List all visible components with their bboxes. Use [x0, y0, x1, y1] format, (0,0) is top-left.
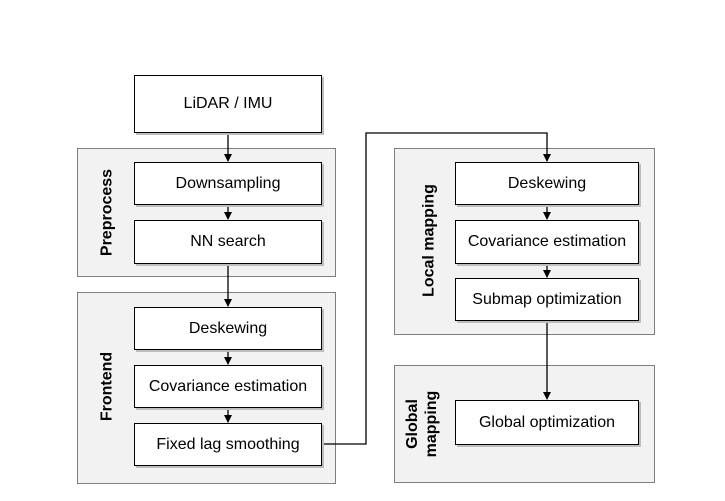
- local-deskewing-label: Deskewing: [507, 174, 587, 192]
- frontend-label-text: Frontend: [98, 351, 116, 422]
- downsampling-box: Downsampling: [134, 162, 322, 205]
- submap-optimization-box: Submap optimization: [455, 278, 639, 321]
- frontend-covariance-label: Covariance estimation: [148, 377, 308, 395]
- downsampling-label: Downsampling: [175, 174, 281, 192]
- local-covariance-box: Covariance estimation: [455, 220, 639, 264]
- preprocess-label: Preprocess: [98, 163, 117, 263]
- lidar-imu-input-box: LiDAR / IMU: [134, 75, 322, 133]
- nn-search-label: NN search: [190, 233, 266, 250]
- local-mapping-label-text: Local mapping: [420, 184, 438, 297]
- global-mapping-label-line1: Global: [404, 399, 421, 449]
- global-optimization-box: Global optimization: [455, 400, 639, 445]
- fixed-lag-smoothing-box: Fixed lag smoothing: [134, 423, 322, 466]
- nn-search-box: NN search: [134, 220, 322, 264]
- frontend-deskewing-box: Deskewing: [134, 307, 322, 350]
- frontend-label: Frontend: [98, 337, 117, 437]
- local-covariance-label: Covariance estimation: [467, 233, 627, 250]
- local-mapping-label: Local mapping: [420, 181, 439, 301]
- lidar-imu-input-label: LiDAR / IMU: [183, 95, 273, 112]
- preprocess-label-text: Preprocess: [98, 168, 116, 257]
- global-optimization-label: Global optimization: [478, 413, 616, 431]
- global-mapping-label-line2: mapping: [423, 390, 440, 458]
- frontend-covariance-box: Covariance estimation: [134, 365, 322, 408]
- fixed-lag-smoothing-label: Fixed lag smoothing: [156, 435, 300, 453]
- local-deskewing-box: Deskewing: [455, 162, 639, 205]
- submap-optimization-label: Submap optimization: [472, 290, 622, 308]
- global-mapping-label: Global mapping: [403, 384, 441, 464]
- frontend-deskewing-label: Deskewing: [188, 319, 268, 337]
